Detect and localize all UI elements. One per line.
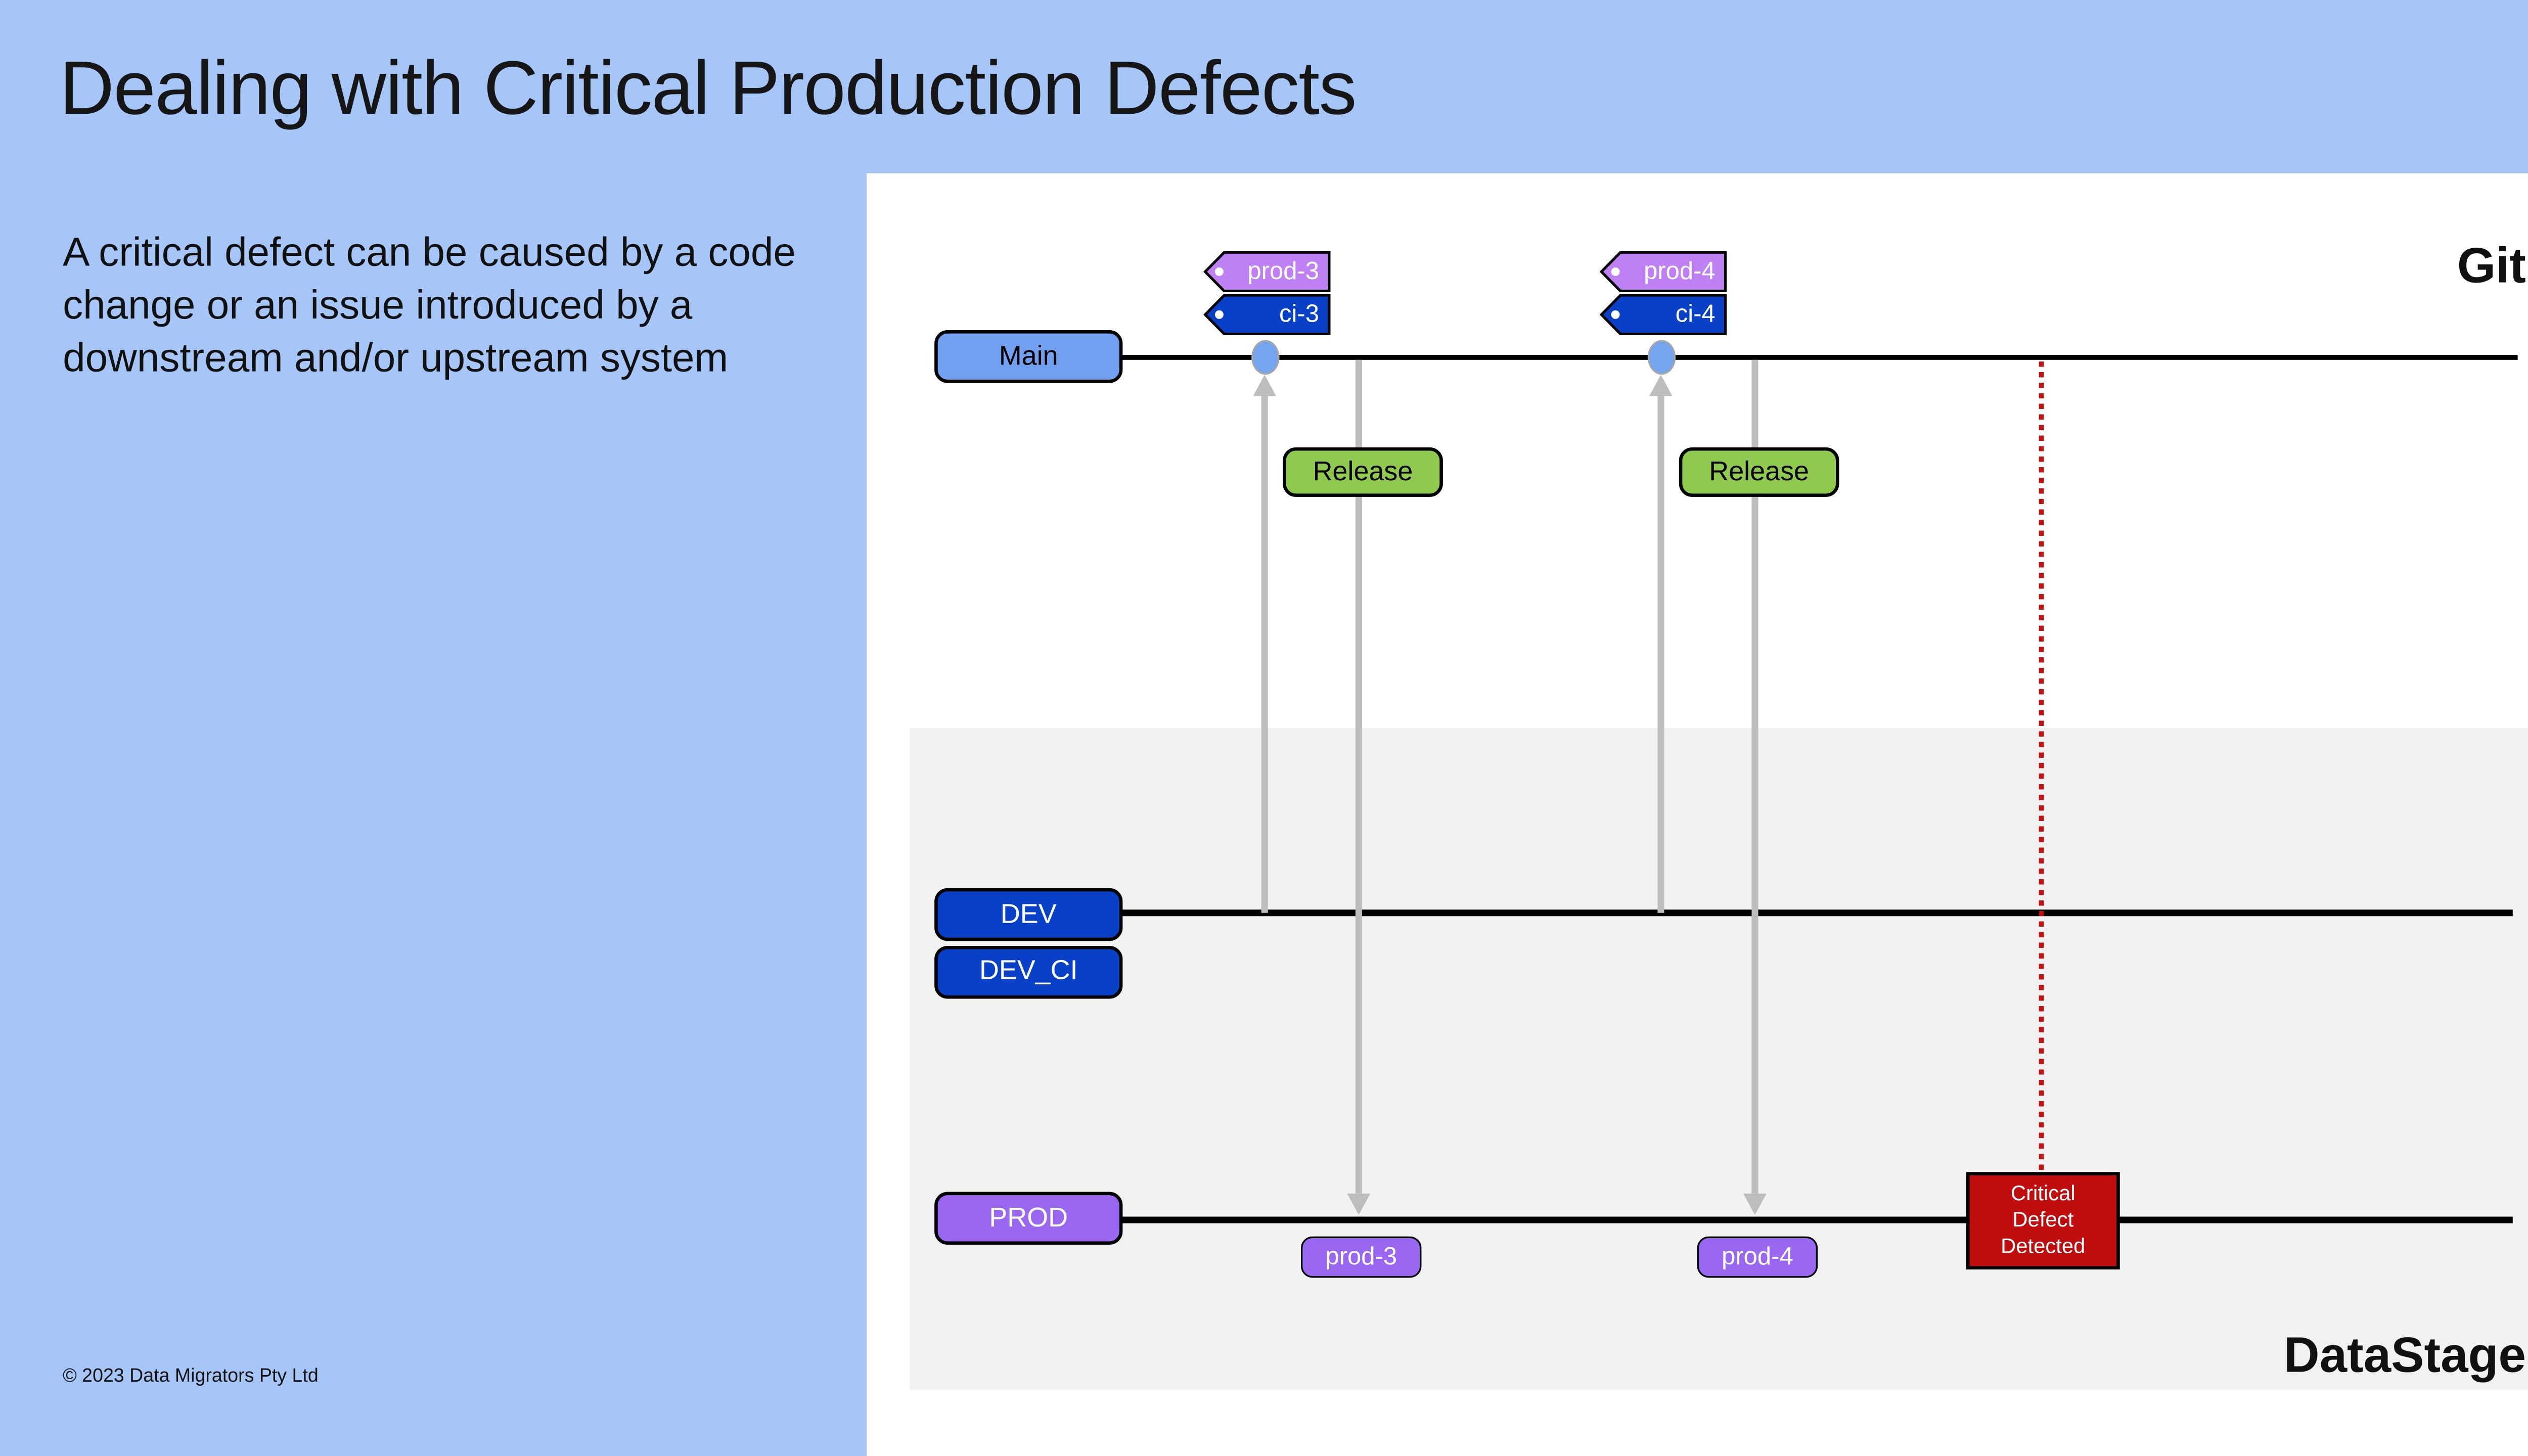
promote-arrow-head-1 <box>1252 375 1276 396</box>
defect-line-3: Detected <box>2001 1233 2086 1258</box>
page-title: Dealing with Critical Production Defects <box>59 44 1357 130</box>
commit-dot-2 <box>1647 339 1675 374</box>
git-tag-label: prod-3 <box>1247 256 1319 285</box>
defect-line-1: Critical <box>2010 1180 2075 1206</box>
branch-label-prod: PROD <box>934 1192 1123 1245</box>
release-label: Release <box>1709 456 1810 486</box>
git-tag-prod-4: prod-4 <box>1600 250 1727 292</box>
promote-arrow-line-1 <box>1261 396 1268 913</box>
git-tag-label: prod-4 <box>1644 256 1716 285</box>
copyright-text: © 2023 Data Migrators Pty Ltd <box>63 1367 319 1387</box>
git-tag-ci-4: ci-4 <box>1600 293 1727 335</box>
prod-deployment-tag-prod-3: prod-3 <box>1301 1236 1422 1278</box>
prod-tag-label: prod-4 <box>1722 1242 1793 1271</box>
release-arrow-line-2 <box>1752 359 1758 1194</box>
critical-defect-box: Critical Defect Detected <box>1966 1171 2120 1269</box>
release-button-1: Release <box>1283 447 1443 497</box>
prod-branch-line <box>1116 1217 2513 1223</box>
prod-deployment-tag-prod-4: prod-4 <box>1697 1236 1818 1278</box>
tag-shape-icon <box>1600 293 1727 335</box>
tag-shape-icon <box>1600 250 1727 292</box>
datastage-section-background <box>910 728 2528 1390</box>
datastage-section-label: DataStage <box>2283 1329 2526 1384</box>
branch-label-dev-ci-text: DEV_CI <box>979 956 1078 986</box>
dev-branch-line <box>1116 910 2513 917</box>
slide-description: A critical defect can be caused by a cod… <box>63 231 796 382</box>
branch-label-main-text: Main <box>999 341 1058 371</box>
git-section-label: Git <box>2457 239 2526 294</box>
tag-shape-icon <box>1203 293 1331 335</box>
promote-arrow-head-2 <box>1648 375 1672 396</box>
release-arrow-head-1 <box>1346 1193 1370 1214</box>
branch-label-dev: DEV <box>934 888 1123 941</box>
prod-tag-label: prod-3 <box>1325 1242 1397 1271</box>
defect-dotted-line <box>2038 361 2044 1171</box>
main-branch-line <box>1116 354 2518 361</box>
release-button-2: Release <box>1679 447 1839 497</box>
git-tag-label: ci-3 <box>1279 299 1319 328</box>
branch-label-dev-ci: DEV_CI <box>934 945 1123 998</box>
git-tag-ci-3: ci-3 <box>1203 293 1331 335</box>
release-label: Release <box>1313 456 1413 486</box>
defect-line-2: Defect <box>2012 1207 2074 1232</box>
left-blue-panel <box>0 0 867 1456</box>
tag-shape-icon <box>1203 250 1331 292</box>
branch-label-main: Main <box>934 330 1123 383</box>
commit-dot-1 <box>1250 339 1279 374</box>
git-tag-label: ci-4 <box>1675 299 1716 328</box>
git-tag-prod-3: prod-3 <box>1203 250 1331 292</box>
promote-arrow-line-2 <box>1658 396 1664 913</box>
release-arrow-head-2 <box>1742 1193 1766 1214</box>
release-arrow-line-1 <box>1356 359 1362 1194</box>
branch-label-dev-text: DEV <box>1000 898 1057 929</box>
branch-label-prod-text: PROD <box>989 1202 1068 1233</box>
